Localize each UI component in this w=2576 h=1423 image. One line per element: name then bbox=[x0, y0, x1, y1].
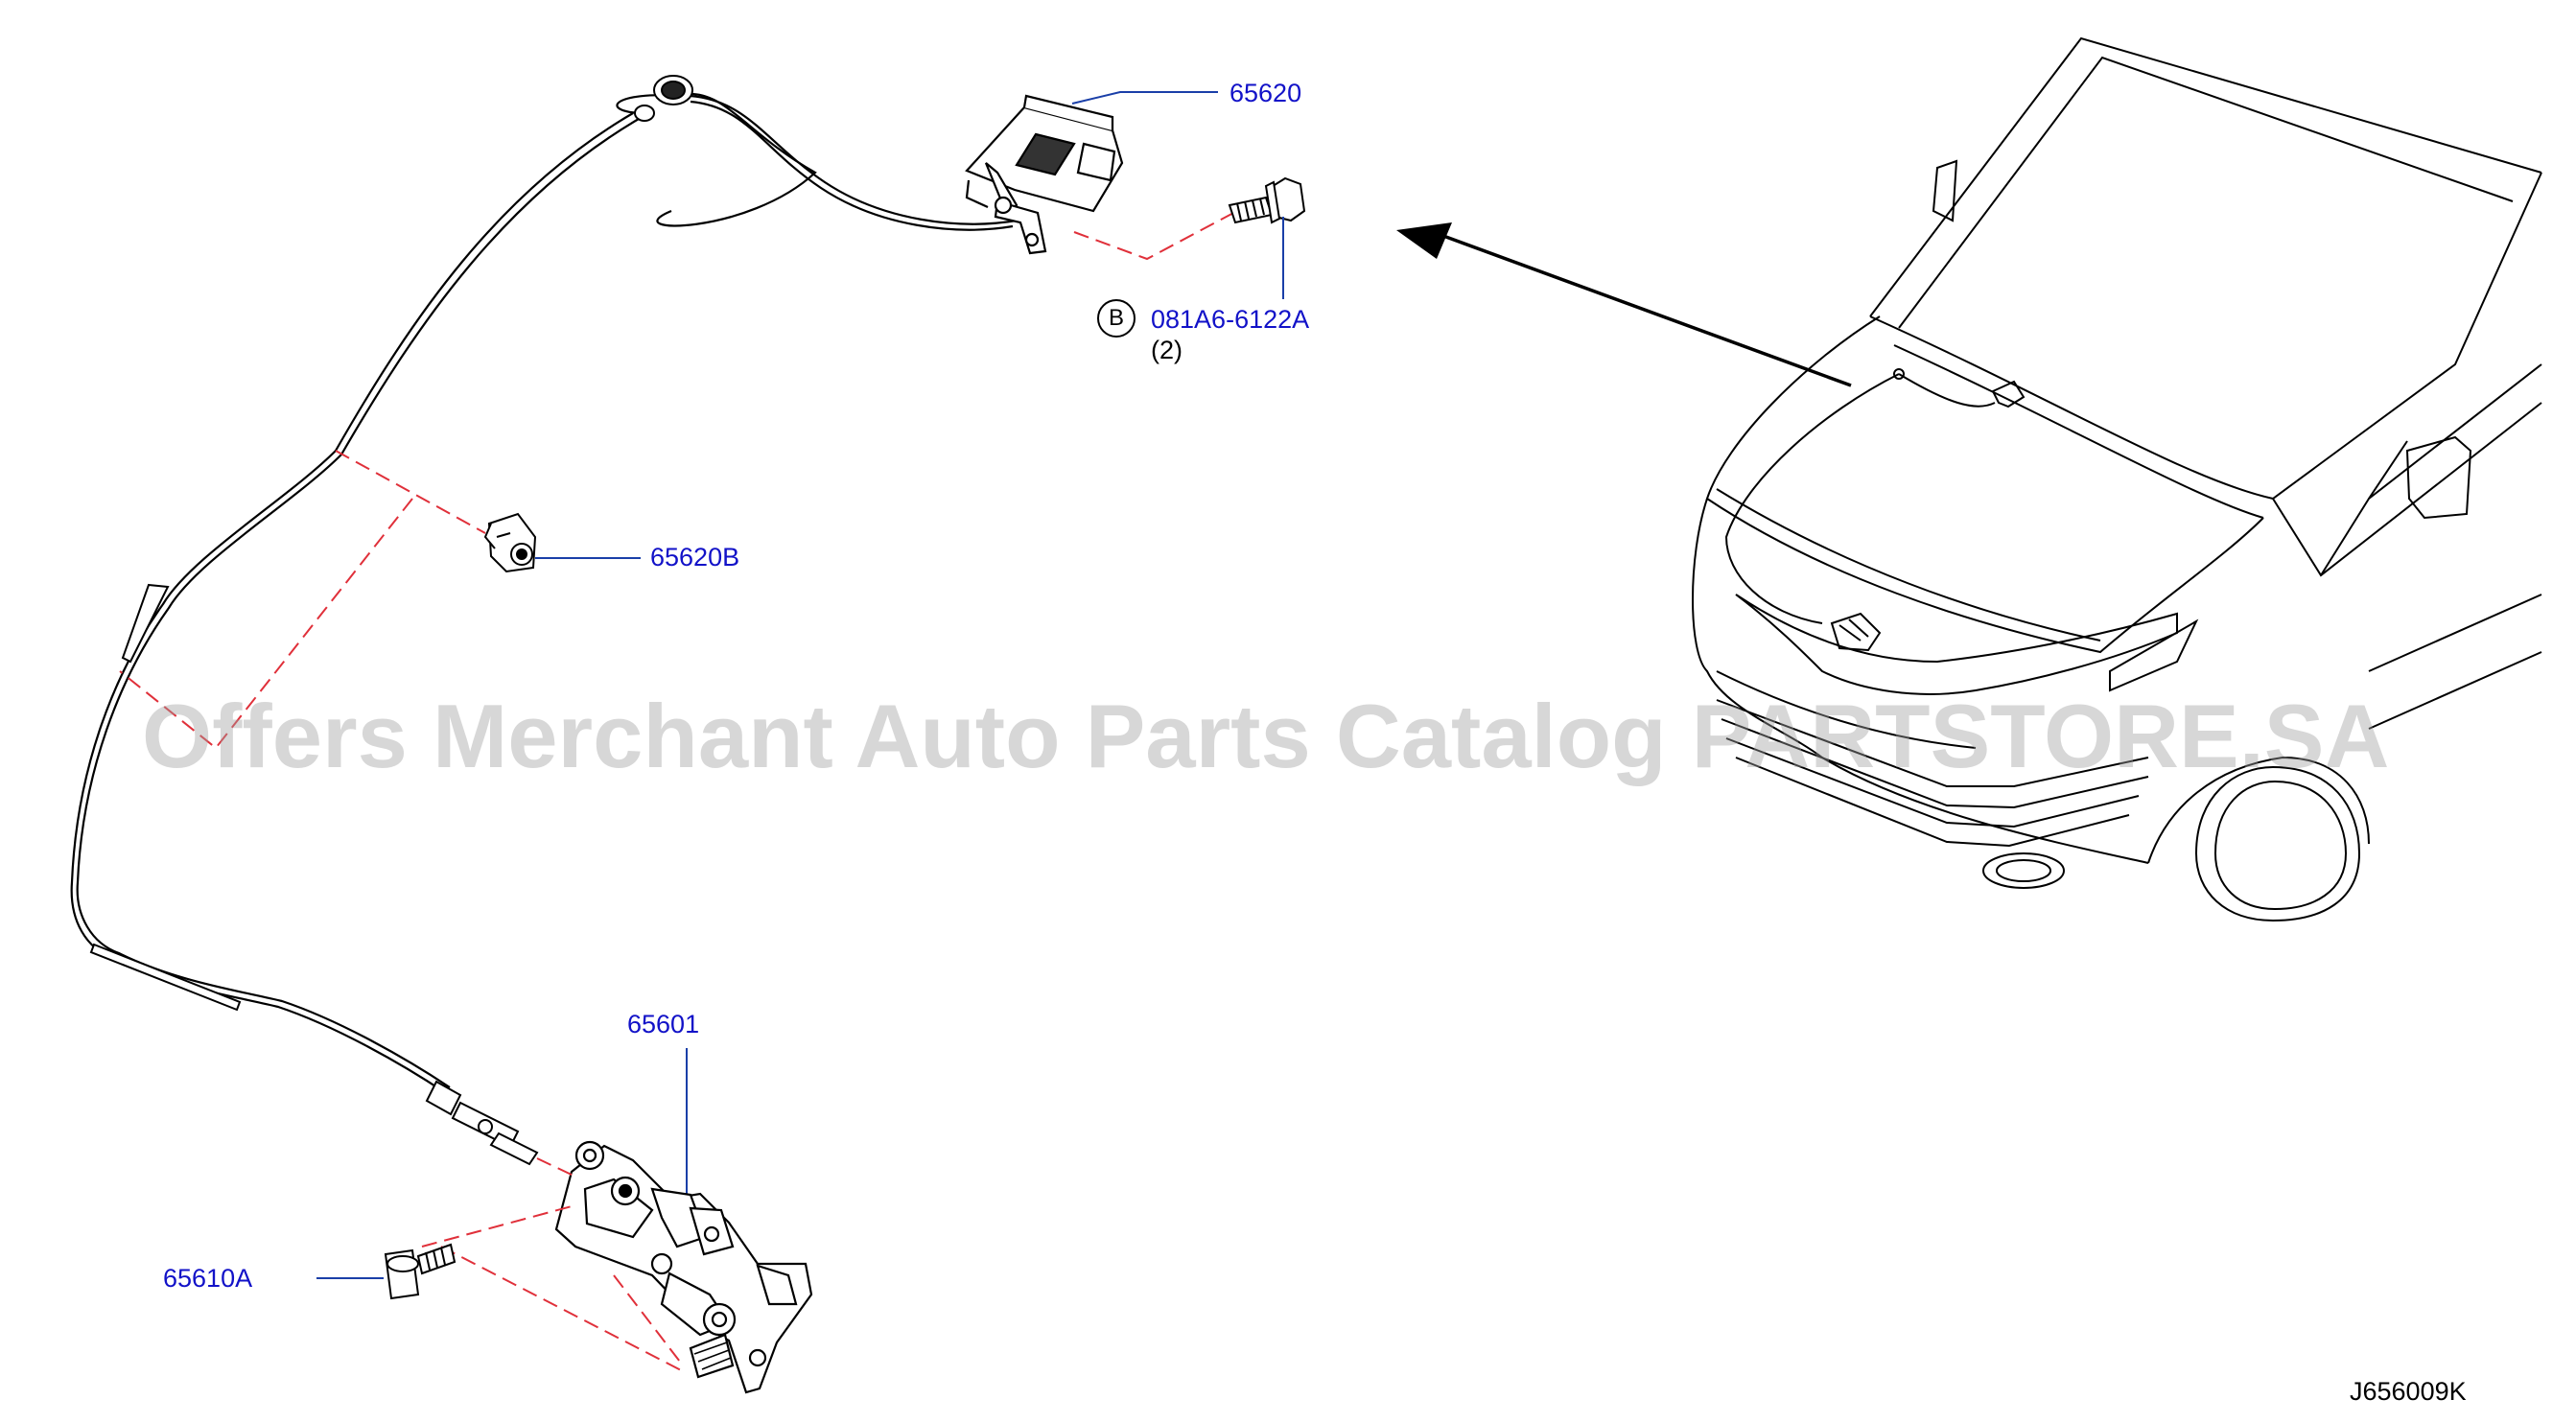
part-label-65620[interactable]: 65620 bbox=[1229, 79, 1302, 107]
cable-clip-icon bbox=[483, 512, 537, 573]
hood-release-cable bbox=[70, 92, 1018, 1094]
leader-lines bbox=[316, 91, 1284, 1279]
part-label-65620B[interactable]: 65620B bbox=[650, 543, 740, 572]
vehicle-front-icon bbox=[1692, 36, 2542, 922]
hood-latch-icon bbox=[554, 1140, 813, 1394]
bolt-reference-marker: B bbox=[1097, 299, 1136, 338]
dashed-guide-line bbox=[421, 1157, 684, 1372]
part-label-65601[interactable]: 65601 bbox=[627, 1010, 700, 1038]
bolt-icon bbox=[384, 1243, 457, 1300]
dashed-guide-line bbox=[119, 450, 486, 750]
hood-release-handle-icon bbox=[965, 94, 1124, 255]
direction-arrow-icon bbox=[1396, 222, 1852, 387]
dashed-guide-line bbox=[1073, 210, 1238, 261]
part-label-65610A[interactable]: 65610A bbox=[163, 1264, 253, 1293]
cable-end-fitting-icon bbox=[425, 1080, 539, 1166]
cable-grommet-icon bbox=[634, 75, 693, 122]
bolt-quantity: (2) bbox=[1151, 336, 1183, 364]
cable-sleeve-icon bbox=[89, 583, 242, 1012]
part-label-081A6-6122A[interactable]: 081A6-6122A bbox=[1151, 305, 1310, 334]
bolt-icon bbox=[1228, 176, 1306, 224]
watermark-text: Offers Merchant Auto Parts Catalog PARTS… bbox=[142, 686, 2390, 786]
drawing-number: J656009K bbox=[2350, 1377, 2467, 1406]
